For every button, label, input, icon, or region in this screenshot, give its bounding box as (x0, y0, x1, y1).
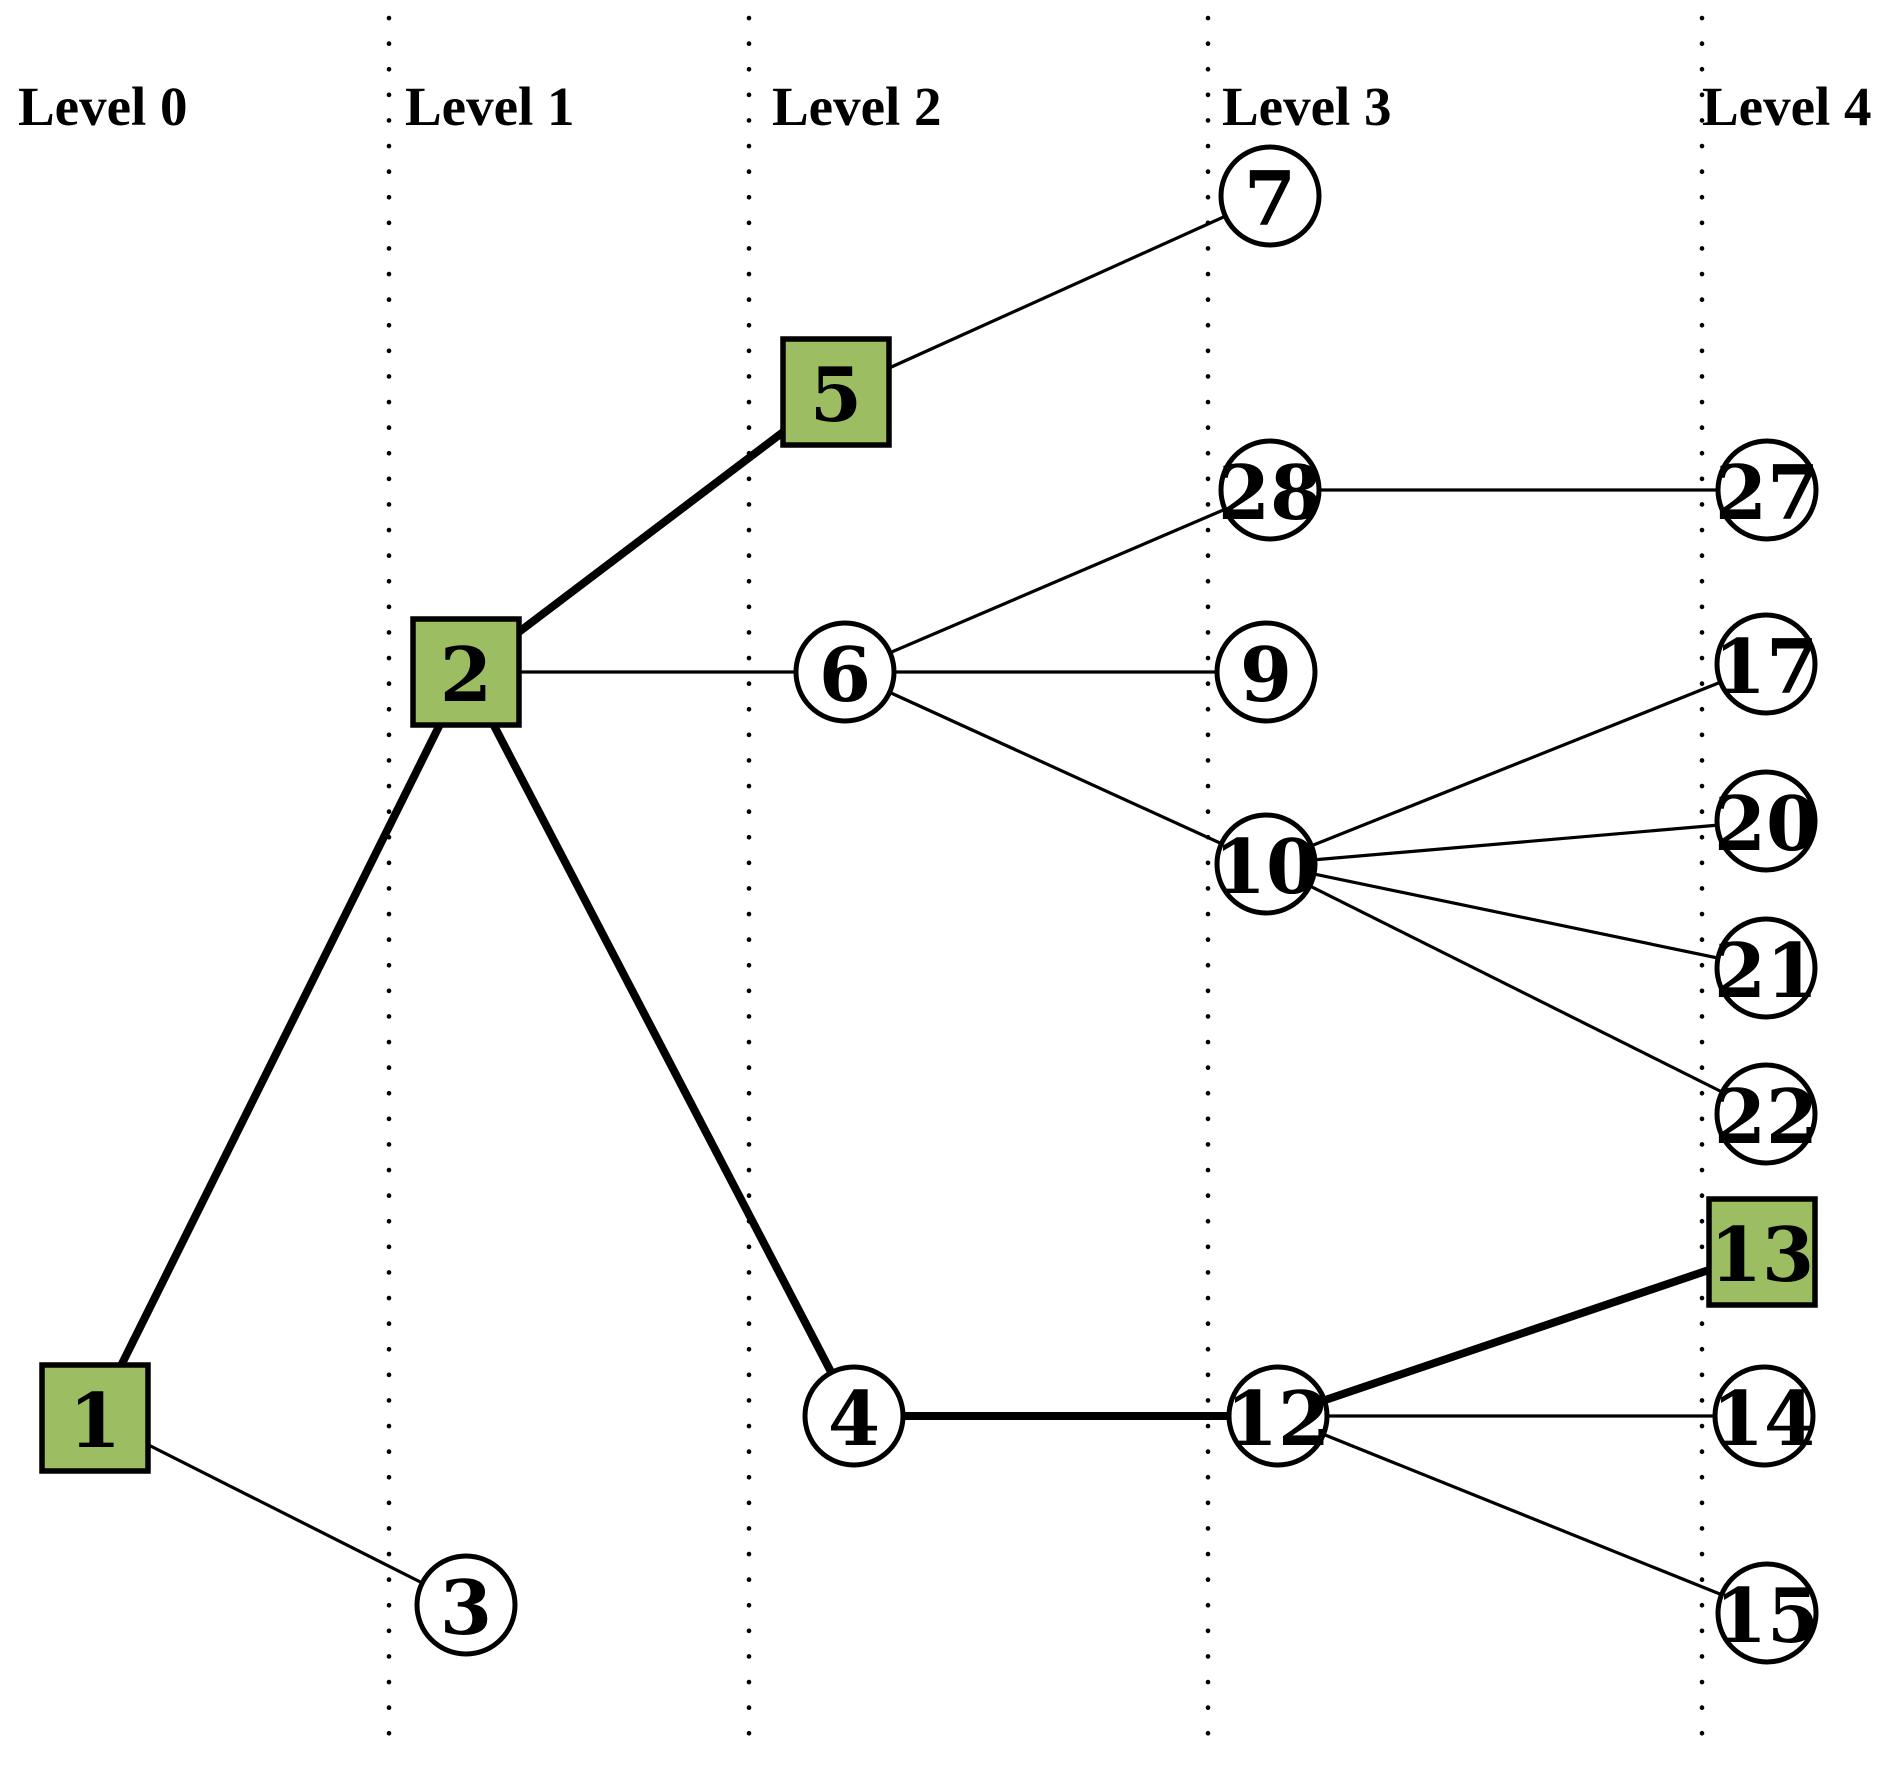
node-5 (780, 336, 892, 448)
node-label-4: 4 (828, 1375, 880, 1463)
node-2 (410, 616, 522, 728)
node-20 (1714, 769, 1818, 873)
node-label-17: 17 (1714, 623, 1818, 711)
edge-1-3 (94, 1416, 467, 1607)
edge-12-15 (1277, 1414, 1768, 1615)
node-label-3: 3 (440, 1564, 492, 1652)
node-label-7: 7 (1244, 155, 1296, 243)
edge-10-17 (1265, 662, 1767, 866)
level-label-2: Level 2 (772, 76, 942, 137)
node-label-2: 2 (440, 631, 492, 719)
edge-6-28 (844, 488, 1271, 674)
edge-6-10 (844, 670, 1267, 866)
node-label-13: 13 (1710, 1211, 1814, 1299)
node-6 (793, 620, 897, 724)
edge-2-5 (463, 388, 839, 676)
node-label-6: 6 (819, 631, 871, 719)
node-10 (1214, 812, 1318, 916)
node-label-10: 10 (1214, 823, 1318, 911)
node-12 (1226, 1364, 1330, 1468)
node-label-1: 1 (69, 1377, 121, 1465)
level-label-0: Level 0 (18, 76, 188, 137)
level-label-4: Level 4 (1702, 76, 1872, 137)
edge-10-21 (1265, 862, 1767, 970)
level-label-3: Level 3 (1222, 76, 1392, 137)
node-label-9: 9 (1240, 631, 1292, 719)
edge-5-7 (835, 194, 1271, 394)
node-label-15: 15 (1715, 1572, 1819, 1660)
node-label-21: 21 (1714, 927, 1818, 1015)
edge-10-20 (1265, 819, 1767, 866)
edge-10-22 (1265, 862, 1767, 1116)
node-9 (1214, 620, 1318, 724)
node-label-5: 5 (810, 351, 862, 439)
node-7 (1218, 144, 1322, 248)
node-label-14: 14 (1712, 1375, 1816, 1463)
node-15 (1715, 1561, 1819, 1665)
node-label-22: 22 (1714, 1073, 1818, 1161)
node-label-27: 27 (1715, 449, 1819, 537)
node-17 (1714, 612, 1818, 716)
edge-12-13 (1276, 1248, 1764, 1420)
node-3 (414, 1553, 518, 1657)
node-28 (1218, 438, 1322, 542)
node-label-12: 12 (1226, 1375, 1330, 1463)
edge-1-2 (91, 670, 470, 1420)
node-4 (802, 1364, 906, 1468)
node-22 (1714, 1062, 1818, 1166)
node-label-28: 28 (1218, 449, 1322, 537)
node-27 (1715, 438, 1819, 542)
node-14 (1712, 1364, 1816, 1468)
node-21 (1714, 916, 1818, 1020)
node-label-20: 20 (1714, 780, 1818, 868)
node-13 (1706, 1196, 1818, 1308)
level-label-1: Level 1 (405, 76, 575, 137)
edge-2-4 (462, 670, 858, 1418)
node-1 (39, 1362, 151, 1474)
